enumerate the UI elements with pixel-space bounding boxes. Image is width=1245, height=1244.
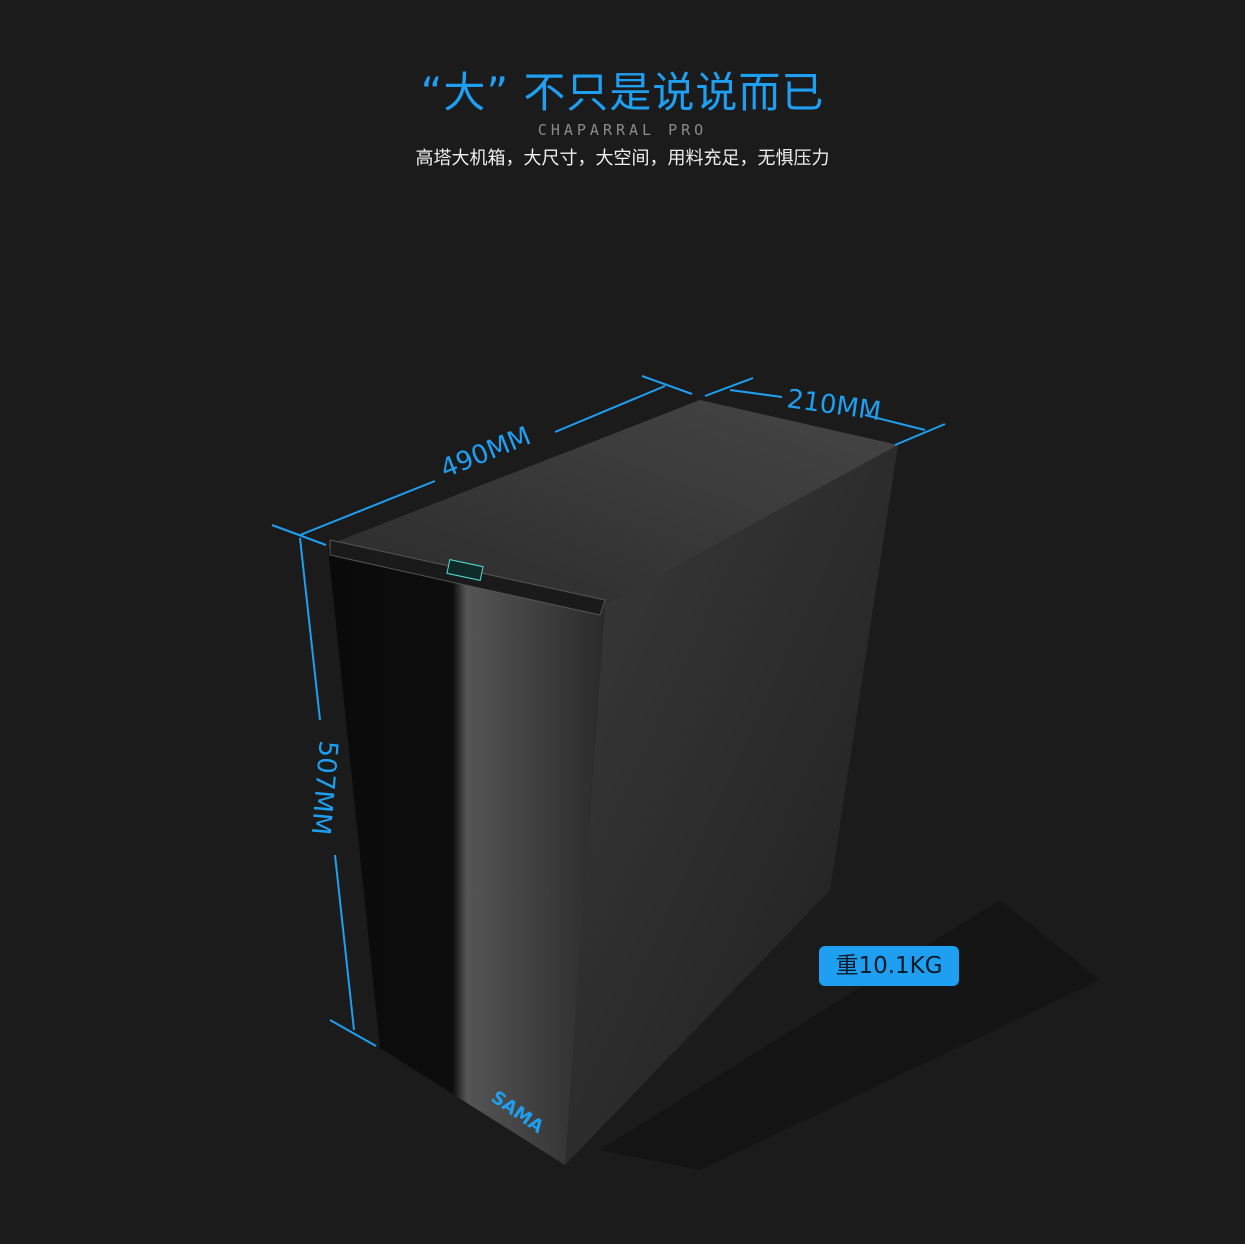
headline: “大” 不只是说说而已 <box>420 68 825 117</box>
case-side-panel <box>565 445 898 1165</box>
width-label: 210MM <box>785 384 883 427</box>
case-top <box>328 400 898 605</box>
subtitle-en: CHAPARRAL PRO <box>537 121 708 139</box>
case-front-panel <box>328 548 605 1165</box>
subtitle-cn: 高塔大机箱，大尺寸，大空间，用料充足，无惧压力 <box>415 148 830 169</box>
dimension-lines <box>271 375 946 1047</box>
weight-badge: 重10.1KG <box>819 946 959 986</box>
case-shadow <box>600 900 1100 1170</box>
height-label: 507MM <box>305 739 343 836</box>
power-button <box>446 559 484 581</box>
